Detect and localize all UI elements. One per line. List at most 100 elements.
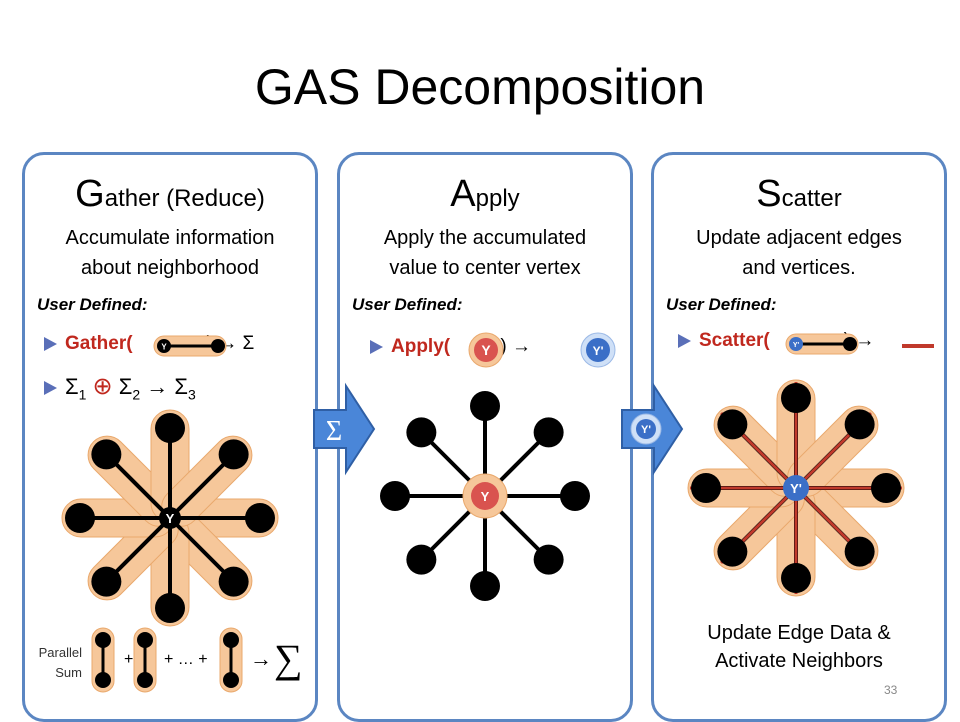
center-vertex	[159, 507, 181, 529]
neighbor-vertex	[533, 417, 564, 448]
apply-result-vertex-label: Y'	[593, 344, 604, 358]
gather-description: Accumulate information about neighborhoo…	[33, 223, 307, 283]
right-arrow-icon: →	[146, 374, 169, 399]
neighbor-vertex	[533, 544, 564, 575]
right-arrow-icon: →	[512, 336, 532, 357]
partial-edge-2	[133, 627, 157, 693]
right-arrow-icon: →	[250, 646, 272, 671]
parallel-sum-label: Parallel Sum	[32, 643, 82, 683]
apply-fn-label: Apply(	[391, 336, 451, 357]
sigma-icon: ∑	[274, 636, 303, 681]
page-number: 33	[884, 683, 898, 697]
gather-heading-rest: ather (Reduce)	[104, 185, 265, 212]
scatter-foot-line1: Update Edge Data &	[707, 622, 891, 644]
center-vertex-label: Y	[166, 511, 175, 526]
partial-edge-3	[219, 627, 243, 693]
gather-fn-label: Gather(	[65, 333, 133, 354]
oplus-icon: ⊕	[92, 373, 113, 400]
neighbor-vertex	[781, 563, 811, 593]
updated-edge-icon	[902, 344, 934, 348]
scatter-foot-line2: Activate Neighbors	[715, 650, 883, 672]
scatter-fn-label: Scatter(	[699, 330, 770, 351]
neighbor-vertex	[91, 566, 122, 597]
neighbor-vertex	[406, 544, 437, 575]
scatter-edge-icon: Y'	[785, 333, 859, 355]
neighbor-vertex	[218, 439, 249, 470]
vertex-arrow-label: Y'	[641, 424, 651, 436]
sum-symbol-1: Σ	[65, 374, 79, 399]
apply-input-vertex: Y	[468, 332, 504, 368]
apply-heading-rest: pply	[475, 185, 520, 212]
sigma-transfer-arrow: Σ	[313, 382, 376, 476]
neighbor-vertex	[406, 417, 437, 448]
apply-initial: A	[450, 173, 476, 215]
neighbor-vertex	[844, 409, 875, 440]
scatter-footnote: Update Edge Data & Activate Neighbors	[654, 619, 944, 675]
gather-sum-equation: Σ1 ⊕ Σ2 → Σ3	[44, 372, 196, 402]
apply-description: Apply the accumulated value to center ve…	[348, 223, 622, 283]
vertex-transfer-arrow: Y'	[621, 382, 684, 476]
apply-input-vertex-label: Y	[481, 342, 491, 358]
neighbor-vertex	[65, 503, 95, 533]
neighbor-vertex	[218, 566, 249, 597]
neighbor-vertex	[245, 503, 275, 533]
sum-sub-2: 2	[132, 386, 141, 403]
scatter-desc-line2: and vertices.	[742, 257, 856, 279]
scatter-user-defined: User Defined:	[666, 295, 777, 314]
center-vertex	[471, 482, 499, 510]
right-arrow-icon: →	[855, 330, 875, 351]
center-vertex-label: Y'	[790, 481, 802, 496]
gather-user-defined: User Defined:	[37, 295, 148, 314]
sum-symbol-2: Σ	[118, 374, 133, 399]
center-vertex	[783, 475, 809, 501]
gather-edge-vertex-label: Y	[161, 343, 167, 352]
neighbor-vertex	[717, 536, 748, 567]
scatter-star-graph: Y'	[687, 379, 905, 597]
neighbor-vertex	[91, 439, 122, 470]
bullet-triangle-icon	[370, 339, 383, 354]
apply-star-graph: Y	[380, 391, 590, 601]
gather-star-graph: Y	[61, 409, 279, 627]
neighbor-vertex	[470, 391, 500, 421]
parallel-sum-line2: Sum	[55, 665, 82, 680]
apply-desc-line2: value to center vertex	[389, 257, 581, 279]
sum-sub-1: 1	[78, 386, 87, 403]
gather-initial: G	[75, 173, 105, 215]
scatter-desc-line1: Update adjacent edges	[696, 227, 902, 249]
gather-panel: Gather (Reduce) Accumulate information a…	[22, 152, 318, 722]
neighbor-vertex	[560, 481, 590, 511]
neighbor-vertex	[871, 473, 901, 503]
apply-function-line: Apply(, Σ) →	[370, 336, 531, 358]
parallel-sum-graphic: + + … + → ∑	[91, 627, 303, 693]
gather-desc-line1: Accumulate information	[65, 227, 275, 249]
neighbor-vertex	[155, 413, 185, 443]
neighbor-vertex	[717, 409, 748, 440]
sigma-arrow-label: Σ	[326, 416, 342, 447]
apply-heading: Apply	[340, 173, 630, 216]
apply-result-vertex: Y'	[580, 332, 616, 368]
bullet-triangle-icon	[44, 381, 57, 396]
gather-fn-result: Σ	[242, 333, 255, 354]
plus-a: +	[124, 651, 133, 668]
scatter-initial: S	[756, 173, 782, 215]
sum-symbol-3: Σ	[174, 374, 189, 399]
center-vertex-label: Y	[481, 489, 490, 504]
bullet-triangle-icon	[678, 333, 691, 348]
apply-user-defined: User Defined:	[352, 295, 463, 314]
apply-desc-line1: Apply the accumulated	[383, 227, 587, 249]
neighbor-vertex	[470, 571, 500, 601]
scatter-heading-rest: catter	[781, 185, 842, 212]
sum-sub-3: 3	[188, 386, 196, 403]
scatter-edge-vertex-label: Y'	[793, 342, 800, 349]
plus-b: + … +	[164, 651, 208, 668]
partial-edge-1	[91, 627, 115, 693]
gather-edge-icon: Y	[153, 335, 227, 357]
neighbor-vertex	[691, 473, 721, 503]
gather-desc-line2: about neighborhood	[81, 257, 259, 279]
neighbor-vertex	[781, 383, 811, 413]
neighbor-vertex	[380, 481, 410, 511]
neighbor-vertex	[155, 593, 185, 623]
parallel-sum-line1: Parallel	[38, 645, 82, 660]
slide-title: GAS Decomposition	[254, 59, 706, 115]
bullet-triangle-icon	[44, 336, 57, 351]
